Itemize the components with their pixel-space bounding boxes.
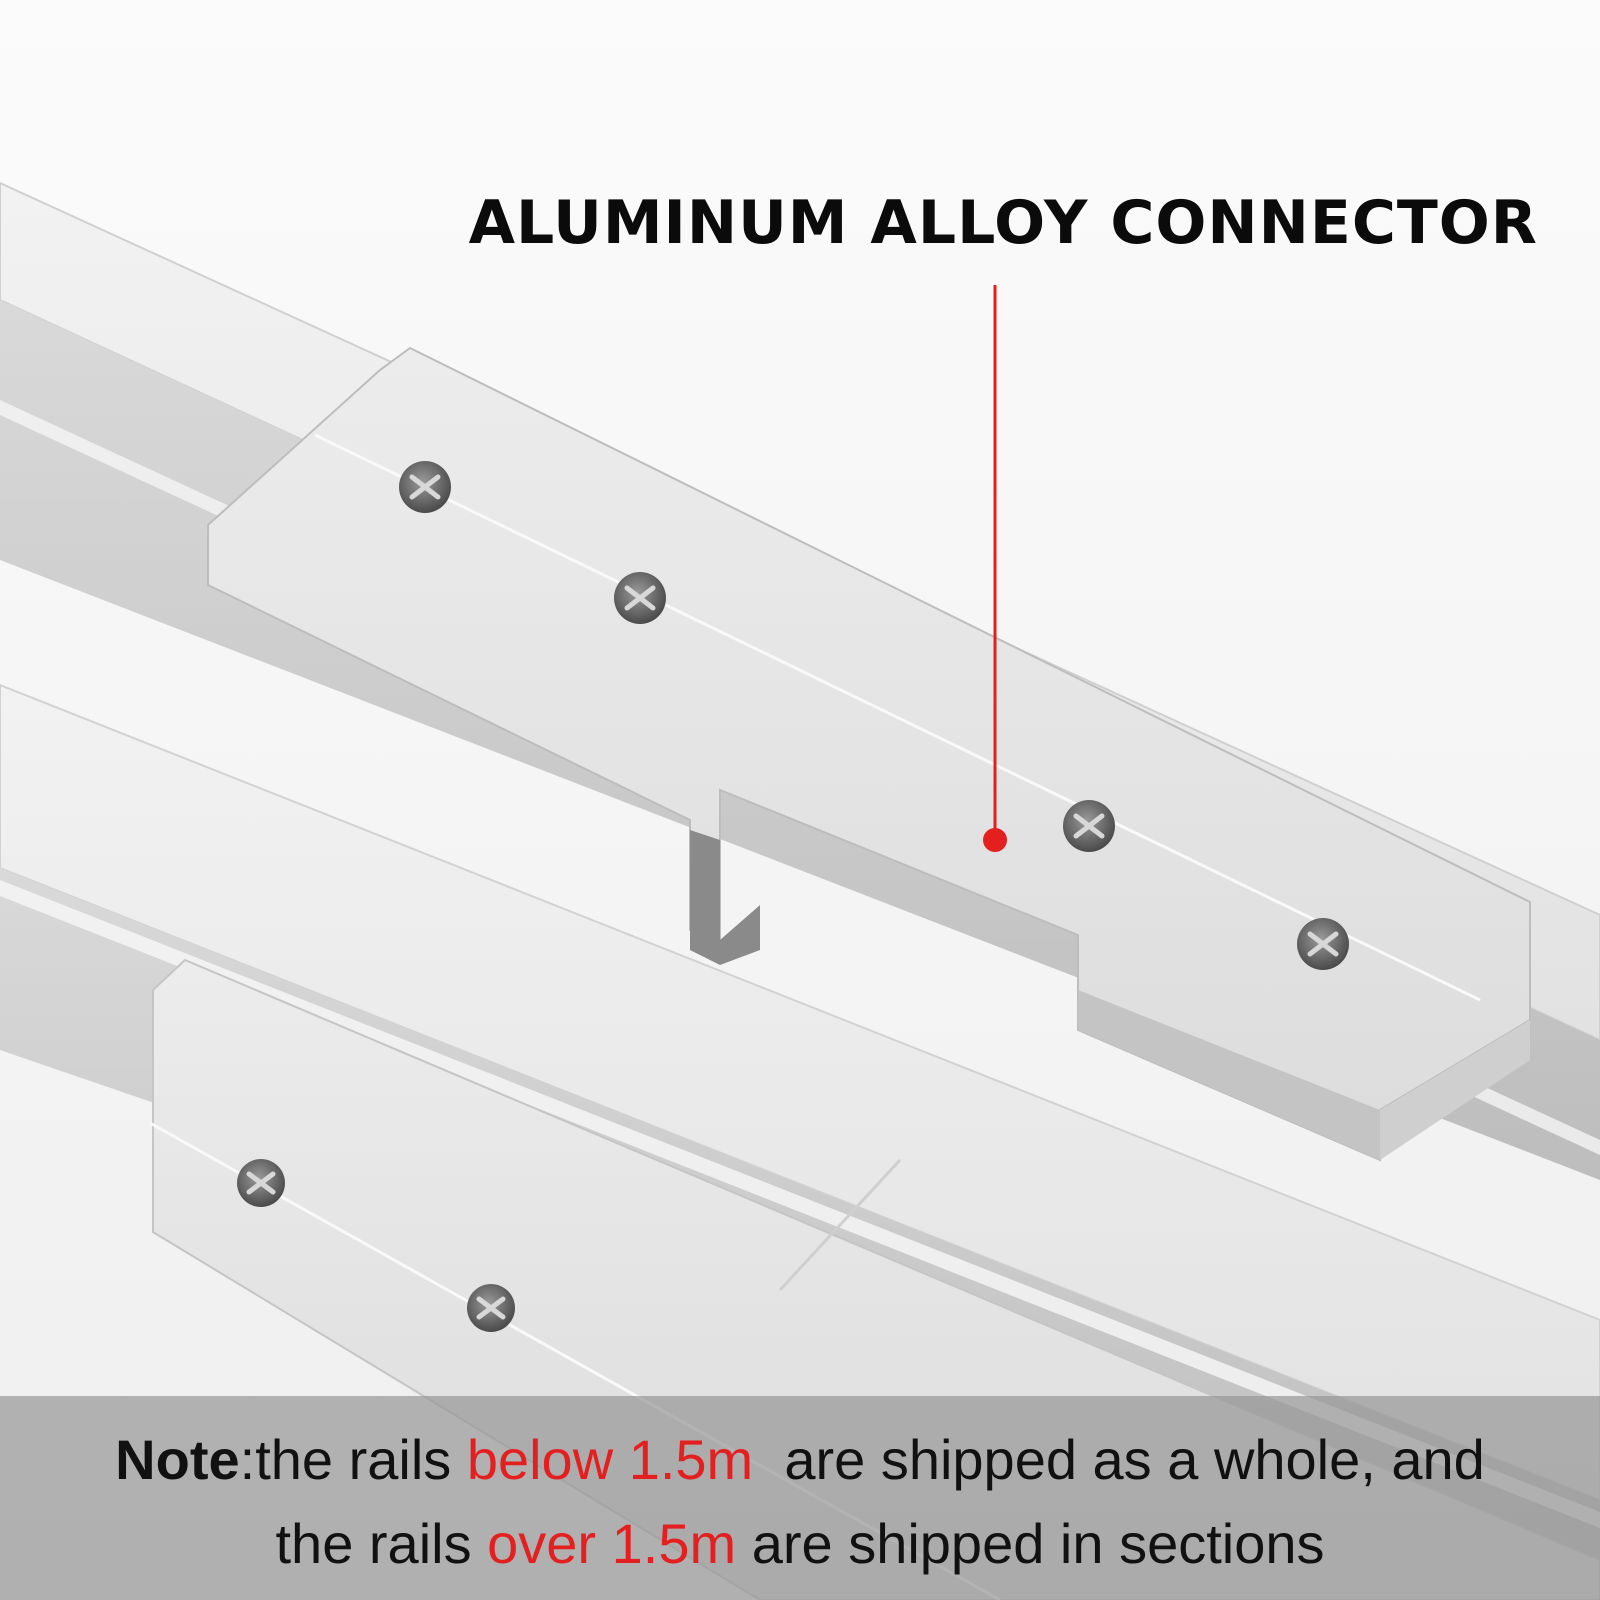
title: ALUMINUM ALLOY CONNECTOR (468, 188, 1538, 258)
note-highlight-over: over 1.5m (487, 1512, 737, 1575)
note-text-2b: are shipped in sections (736, 1512, 1325, 1575)
note-label: Note (115, 1428, 240, 1491)
note-line-1: Note:the rails below 1.5m are shipped as… (0, 1432, 1600, 1488)
note-text-1a: the rails (255, 1428, 467, 1491)
note-line-2: the rails over 1.5m are shipped in secti… (0, 1516, 1600, 1572)
note-band (0, 1396, 1600, 1600)
note-text-2a: the rails (275, 1512, 488, 1575)
note-text-1b: are shipped as a whole, and (753, 1428, 1485, 1491)
callout-dot (983, 828, 1007, 852)
note-highlight-below: below 1.5m (466, 1428, 754, 1491)
note-separator: : (239, 1428, 256, 1491)
aluminum-connector (207, 346, 1531, 1162)
